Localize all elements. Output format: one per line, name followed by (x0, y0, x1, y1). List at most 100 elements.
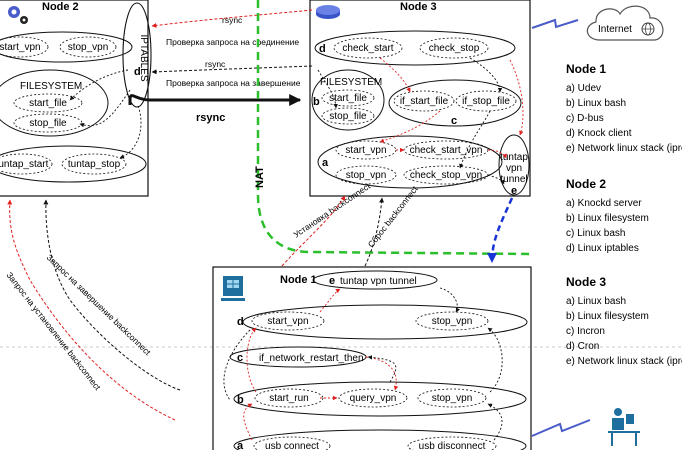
node3-check-stop-bubble (419, 37, 489, 59)
node3-letter-e: e (511, 185, 517, 197)
node2-box (0, 0, 149, 197)
node1-flow-query-to-dbus (367, 355, 397, 383)
node2-tuntap-start-bubble (0, 153, 53, 175)
node2-vpn-group (0, 31, 133, 63)
node2-tuntap-group (0, 145, 147, 183)
node1-flow-dbus-to-query (365, 356, 399, 391)
internet-cloud: Internet (586, 5, 664, 41)
reset-backconnect-link (364, 197, 385, 267)
rsync-mid-label: rsync (205, 59, 226, 69)
legend-node2-item: d) Linux iptables (566, 243, 639, 254)
node1-usb-disconnect-bubble (407, 436, 497, 450)
node2-stop-vpn-bubble (59, 36, 117, 58)
node1-start-run-bubble (254, 388, 324, 408)
lightning-bolt-icon-top (531, 18, 579, 29)
lightning-bolt-icon-bottom (531, 419, 591, 437)
node3-stop-file: stop_file (329, 111, 367, 122)
node1-tunnel-ellipse (312, 270, 438, 290)
node2-flow-tuntap (119, 105, 142, 159)
node2-stop-vpn: stop_vpn (68, 42, 109, 53)
node1-box (212, 266, 532, 450)
node3-tunnel-ellipse (498, 134, 530, 196)
node3-start-file-bubble (321, 89, 375, 107)
node1-query-vpn-bubble (338, 388, 408, 408)
rsync-main-arrow (128, 94, 302, 106)
legend-node1-item: d) Knock client (566, 128, 632, 139)
node1-udev-group (233, 429, 527, 450)
node3-flow-if-stop (459, 110, 491, 169)
node2-flow-start-file (69, 69, 129, 101)
node1-flow-start-to-tunnel (319, 288, 341, 313)
legend-node2-item: b) Linux filesystem (566, 213, 649, 224)
node3-incron-group (388, 79, 522, 127)
node3-check-stop: check_stop (429, 43, 480, 54)
legend-node1-title: Node 1 (566, 62, 606, 76)
node2-tuntap-start: tuntap_start (0, 159, 49, 170)
legend-node2-title: Node 2 (566, 177, 606, 191)
node3-filesystem-label: FILESYSTEM (320, 77, 382, 88)
node3-bash-group (317, 135, 503, 189)
legend-node1-item: a) Udev (566, 83, 601, 94)
legend-node3-title: Node 3 (566, 275, 606, 289)
node2-tuntap-stop-bubble (61, 153, 127, 175)
reset-backconnect-label: Сброс backconnect (366, 184, 420, 250)
node2-start-file: start_file (29, 98, 67, 109)
node1-flow-start-to-knock (246, 327, 257, 393)
node2-flow-stop-file (79, 89, 131, 128)
node3-flow-check-start (379, 57, 411, 93)
legend-node3-item: a) Linux bash (566, 296, 626, 307)
gear-icon (8, 6, 28, 24)
node1-flow-tunnel-to-stop (439, 287, 460, 313)
node2: Node 2 IPTABLES d start_vpn stop_vpn FIL… (0, 0, 152, 197)
check-session-label: Проверка запроса на соединение (166, 37, 299, 47)
node1-knock-group (242, 304, 528, 340)
node1-tunnel-label: tuntap vpn tunnel (340, 276, 417, 287)
legend-node2-item: c) Linux bash (566, 228, 625, 239)
node3-letter-d: d (319, 43, 326, 55)
request-finish-link (43, 199, 181, 391)
router-icon (316, 5, 340, 19)
node3-letter-a: a (322, 157, 329, 169)
node3-flow-stop-to-tunnel (487, 174, 505, 185)
node3-check-start-vpn: check_start_vpn (410, 145, 483, 156)
node1-flow-left-black (223, 329, 251, 401)
rsync-black-link (151, 65, 313, 75)
node3-cron-group (314, 30, 516, 66)
iptables-ellipse (122, 2, 152, 108)
node3-flow-if-start (379, 110, 441, 143)
node1-flow-stop-to-knock (487, 327, 503, 393)
node2-start-vpn: start_vpn (0, 42, 41, 53)
node3-flow-to-tunnel (487, 149, 507, 159)
node2-tuntap-stop: tuntap_stop (68, 159, 121, 170)
node1-usb-disconnect: usb disconnect (419, 441, 486, 450)
node3-check-stop-vpn: check_stop_vpn (410, 170, 482, 181)
node1-stop-vpn-b: stop_vpn (432, 393, 473, 404)
legend-node1-item: e) Network linux stack (ipro (566, 143, 682, 154)
node3-filesystem-group (311, 69, 385, 131)
links-top: rsync Проверка запроса на соединение rsy… (128, 0, 531, 267)
iptables-label: IPTABLES (138, 34, 149, 81)
node3-if-stop-file-bubble (455, 90, 517, 112)
nat-label: NAT (254, 166, 266, 188)
legend-node3-item: e) Network linux stack (ipro (566, 356, 682, 367)
rsync-top-label: rsync (222, 15, 243, 25)
node3-tuntap-line1: tuntap (500, 152, 528, 163)
rsync-red-link (151, 9, 313, 28)
cloud-icon (586, 5, 664, 41)
node1: Node 1 e tuntap vpn tunnel d start_vpn s… (212, 266, 532, 450)
set-backconnect-link (281, 195, 346, 267)
check-finish-label: Проверка запроса на завершение (166, 78, 301, 88)
request-set-link (7, 199, 176, 421)
node3-check-start-bubble (333, 37, 403, 59)
node3-if-stop-file: if_stop_file (462, 96, 510, 107)
node3-flow-right-red (509, 59, 524, 136)
node2-start-vpn-bubble (0, 36, 49, 58)
node1-letter-c: c (237, 352, 243, 364)
node3-flow-check-stop (469, 57, 503, 93)
node1-flow-usb-to-start (243, 403, 253, 441)
user-at-desk-icon (608, 408, 640, 446)
node1-start-run: start_run (269, 393, 308, 404)
node2-title: Node 2 (42, 1, 79, 13)
node1-stop-vpn-b-bubble (417, 388, 487, 408)
